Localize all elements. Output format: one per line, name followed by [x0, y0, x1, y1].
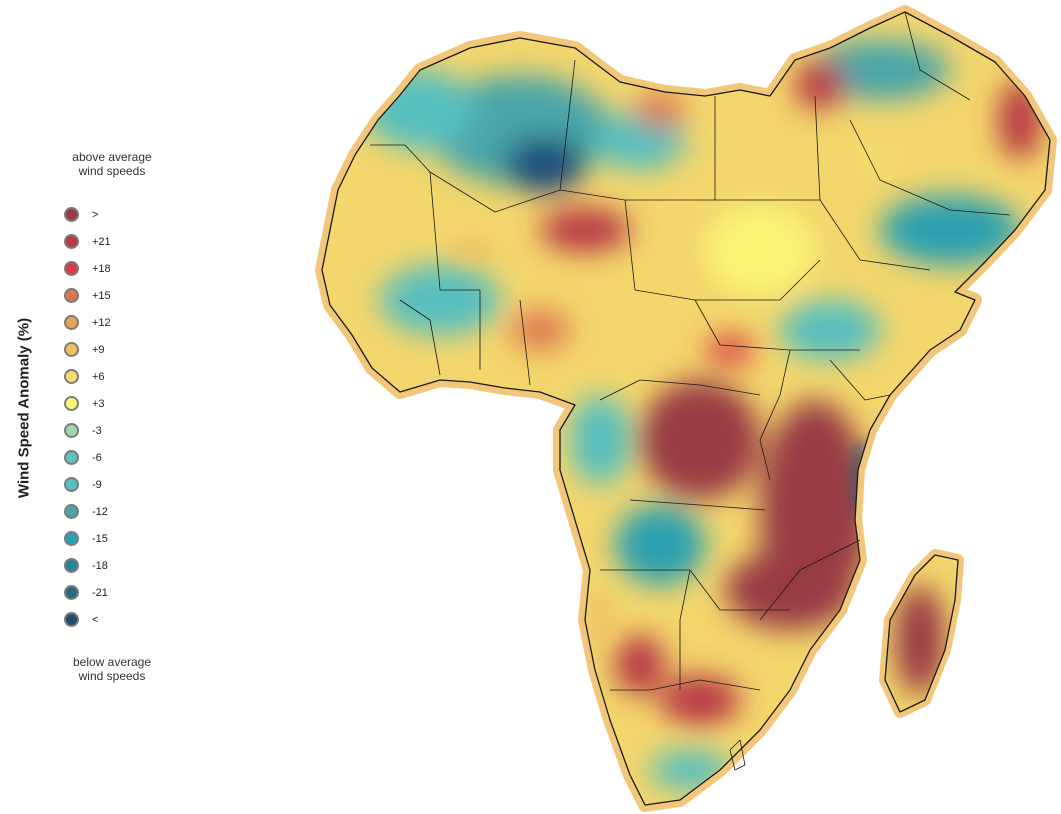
legend-swatch [64, 261, 79, 276]
coastline-mainland [321, 11, 1051, 806]
legend-swatch [64, 369, 79, 384]
border [729, 739, 746, 771]
legend-swatch [64, 585, 79, 600]
anomaly-blob [505, 137, 585, 193]
legend-item: -3 [64, 417, 111, 444]
legend-label: +15 [92, 289, 111, 302]
coastline [321, 11, 1051, 806]
legend-swatch [64, 612, 79, 627]
legend-label: +6 [92, 370, 105, 383]
legend-item: +12 [64, 309, 111, 336]
legend-swatch [64, 396, 79, 411]
anomaly-blob [540, 208, 630, 252]
legend-item: +3 [64, 390, 111, 417]
legend-panel: Wind Speed Anomaly (%) above average win… [0, 0, 152, 814]
legend-item: +6 [64, 363, 111, 390]
border [849, 119, 1011, 216]
legend-label: +3 [92, 397, 105, 410]
legend-label: -18 [92, 559, 108, 572]
anomaly-blob [635, 92, 685, 128]
anomaly-blob [380, 265, 500, 335]
legend-item: -18 [64, 552, 111, 579]
legend-swatch [64, 315, 79, 330]
border [819, 199, 931, 271]
border [559, 59, 576, 191]
legend-swatch [64, 531, 79, 546]
legend-item: -12 [64, 498, 111, 525]
anomaly-blob [510, 310, 570, 350]
anomaly-blob [660, 675, 740, 725]
legend-item: -15 [64, 525, 111, 552]
anomaly-field [322, 12, 1050, 805]
border [610, 679, 761, 691]
border [519, 299, 531, 386]
legend-label: +9 [92, 343, 105, 356]
legend-swatch [64, 504, 79, 519]
legend-label: < [92, 613, 99, 626]
legend-title: Wind Speed Anomaly (%) [15, 317, 33, 499]
anomaly-blob [582, 590, 618, 650]
legend-caption-above: above average wind speeds [72, 150, 152, 178]
legend-item: -21 [64, 579, 111, 606]
border [429, 171, 480, 291]
anomaly-blob [705, 205, 815, 295]
border [679, 569, 691, 690]
anomaly-blob [895, 585, 945, 695]
anomaly-blob [615, 635, 665, 695]
legend-label: -3 [92, 424, 102, 437]
legend-item: +9 [64, 336, 111, 363]
legend-label: -15 [92, 532, 108, 545]
legend-item: -9 [64, 471, 111, 498]
anomaly-blob [998, 80, 1042, 160]
legend-swatch [64, 423, 79, 438]
border [695, 259, 821, 301]
anomaly-blob [880, 195, 1020, 265]
legend-swatch [64, 288, 79, 303]
legend-item: +21 [64, 228, 111, 255]
coastline-madagascar [884, 554, 959, 713]
legend-item: +18 [64, 255, 111, 282]
legend-item: > [64, 201, 111, 228]
legend-caption-below: below average wind speeds [72, 655, 152, 683]
legend-swatch [64, 342, 79, 357]
border [629, 499, 766, 511]
legend-label: -9 [92, 478, 102, 491]
anomaly-blob [650, 750, 730, 790]
anomaly-blob [640, 380, 760, 500]
anomaly-blob [795, 60, 845, 110]
legend-label: -12 [92, 505, 108, 518]
legend-label: +12 [92, 316, 111, 329]
anomaly-blob [570, 395, 630, 485]
border [624, 199, 721, 346]
legend-label: -21 [92, 586, 108, 599]
anomaly-blob [780, 300, 880, 360]
anomaly-blob [615, 505, 705, 585]
legend-label: -6 [92, 451, 102, 464]
border [829, 359, 891, 401]
legend-label: +21 [92, 235, 111, 248]
legend-swatch [64, 477, 79, 492]
legend-label: +18 [92, 262, 111, 275]
legend-swatch [64, 234, 79, 249]
border [904, 11, 971, 101]
legend-swatch [64, 207, 79, 222]
anomaly-blob [445, 235, 495, 265]
africa-wind-anomaly-map [315, 5, 1057, 812]
legend-swatch [64, 558, 79, 573]
legend-swatch [64, 450, 79, 465]
legend-item: -6 [64, 444, 111, 471]
anomaly-blob [705, 335, 755, 365]
border [759, 349, 791, 481]
border [600, 569, 790, 611]
legend-list: > +21 +18 +15 +12 +9 +6 +3 -3 -6 -9 -12 … [64, 201, 111, 633]
country-borders [370, 11, 1011, 771]
legend-item: < [64, 606, 111, 633]
legend-label: > [92, 208, 99, 221]
legend-item: +15 [64, 282, 111, 309]
border [599, 379, 761, 401]
border [759, 539, 861, 621]
anomaly-blob [850, 140, 910, 180]
border [399, 299, 441, 376]
